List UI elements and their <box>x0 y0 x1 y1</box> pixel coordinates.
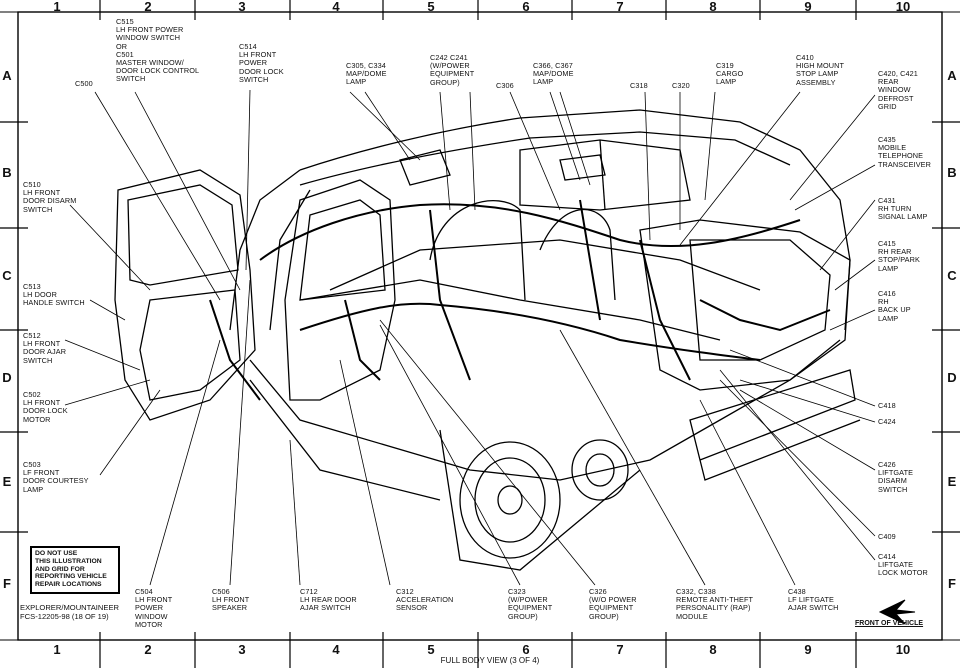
label-c424: C424 <box>878 417 896 426</box>
label-c319: C319 CARGO LAMP <box>716 61 744 87</box>
warning-box: DO NOT USE THIS ILLUSTRATION AND GRID FO… <box>30 546 120 594</box>
front-of-vehicle-label: FRONT OF VEHICLE <box>855 620 924 627</box>
label-c320: C320 <box>672 81 690 90</box>
grid-column-10-top: 10 <box>895 0 911 14</box>
grid-row-e-left: E <box>2 474 12 489</box>
label-c306: C306 <box>496 81 514 90</box>
label-c323: C323 (W/POWER EQUIPMENT GROUP) <box>508 587 553 621</box>
label-c326: C326 (W/O POWER EQUIPMENT GROUP) <box>589 587 637 621</box>
grid-row-c-left: C <box>2 268 12 283</box>
grid-column-5-top: 5 <box>427 0 435 14</box>
label-c409: C409 <box>878 532 896 541</box>
grid-row-f-right: F <box>948 576 956 591</box>
label-c366: C366, C367 MAP/DOME LAMP <box>533 61 574 87</box>
label-c510: C510 LH FRONT DOOR DISARM SWITCH <box>23 180 77 214</box>
grid-row-d-left: D <box>2 370 12 385</box>
grid-column-7-bottom: 7 <box>616 642 624 657</box>
label-c312: C312 ACCELERATION SENSOR <box>396 587 454 613</box>
label-c515: C515 LH FRONT POWER WINDOW SWITCH OR C50… <box>116 17 200 84</box>
label-c420: C420, C421 REAR WINDOW DEFROST GRID <box>878 69 918 111</box>
label-c514: C514 LH FRONT POWER DOOR LOCK SWITCH <box>239 42 284 84</box>
label-c426: C426 LIFTGATE DISARM SWITCH <box>878 460 914 494</box>
label-c500: C500 <box>75 79 93 88</box>
grid-column-5-bottom: 5 <box>427 642 435 657</box>
grid-row-e-right: E <box>947 474 957 489</box>
grid-column-9-bottom: 9 <box>804 642 812 657</box>
grid-column-9-top: 9 <box>804 0 812 14</box>
grid-column-6-bottom: 6 <box>522 642 530 657</box>
grid-column-6-top: 6 <box>522 0 530 14</box>
grid-column-4-top: 4 <box>332 0 340 14</box>
document-reference: EXPLORER/MOUNTAINEER FCS-12205-98 (18 OF… <box>20 603 120 621</box>
label-c438: C438 LF LIFTGATE AJAR SWITCH <box>788 587 839 613</box>
grid-row-d-right: D <box>947 370 957 385</box>
grid-row-a-left: A <box>2 68 12 83</box>
grid-column-10-bottom: 10 <box>895 642 911 657</box>
grid-column-2-top: 2 <box>144 0 152 14</box>
grid-column-1-bottom: 1 <box>53 642 61 657</box>
grid-column-1-top: 1 <box>53 0 61 14</box>
grid-column-3-top: 3 <box>238 0 246 14</box>
label-c242: C242 C241 (W/POWER EQUIPMENT GROUP) <box>430 53 475 87</box>
label-c513: C513 LH DOOR HANDLE SWITCH <box>23 282 85 308</box>
label-c435: C435 MOBILE TELEPHONE TRANSCEIVER <box>878 135 931 169</box>
label-c410: C410 HIGH MOUNT STOP LAMP ASSEMBLY <box>796 53 845 87</box>
grid-row-a-right: A <box>947 68 957 83</box>
label-c712: C712 LH REAR DOOR AJAR SWITCH <box>300 587 357 613</box>
grid-column-3-bottom: 3 <box>238 642 246 657</box>
label-c503: C503 LF FRONT DOOR COURTESY LAMP <box>23 460 89 494</box>
label-c305: C305, C334 MAP/DOME LAMP <box>346 61 387 87</box>
grid-row-b-right: B <box>947 165 957 180</box>
grid-column-8-bottom: 8 <box>709 642 717 657</box>
label-c418: C418 <box>878 401 896 410</box>
grid-column-7-top: 7 <box>616 0 624 14</box>
grid-column-8-top: 8 <box>709 0 717 14</box>
label-c506: C506 LH FRONT SPEAKER <box>212 587 250 613</box>
label-c318: C318 <box>630 81 648 90</box>
label-c415: C415 RH REAR STOP/PARK LAMP <box>878 239 920 273</box>
grid-column-4-bottom: 4 <box>332 642 340 657</box>
grid-column-2-bottom: 2 <box>144 642 152 657</box>
label-c416: C416 RH BACK UP LAMP <box>878 289 911 323</box>
label-c504: C504 LH FRONT POWER WINDOW MOTOR <box>135 587 173 629</box>
label-c332: C332, C338 REMOTE ANTI-THEFT PERSONALITY… <box>676 587 754 621</box>
page-caption: FULL BODY VIEW (3 OF 4) <box>440 656 540 665</box>
label-c502: C502 LH FRONT DOOR LOCK MOTOR <box>23 390 68 424</box>
label-c512: C512 LH FRONT DOOR AJAR SWITCH <box>23 331 67 365</box>
label-c414: C414 LIFTGATE LOCK MOTOR <box>878 552 928 578</box>
grid-row-f-left: F <box>3 576 11 591</box>
label-c431: C431 RH TURN SIGNAL LAMP <box>878 196 928 222</box>
grid-row-b-left: B <box>2 165 12 180</box>
grid-row-c-right: C <box>947 268 957 283</box>
